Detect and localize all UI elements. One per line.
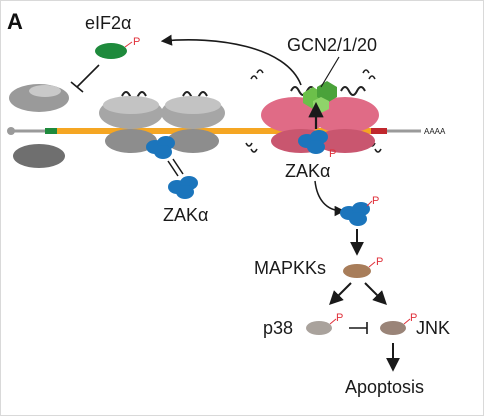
eif2a-inhibits-initiation [70,64,100,93]
gcn-label: GCN2/1/20 [287,35,377,55]
free-ribosome-small-subunit [13,144,65,168]
panel-letter: A [7,9,23,34]
equilibrium-arrows [167,158,184,177]
gcn-label-leader [320,56,340,88]
zak-alpha-bound [146,136,175,159]
phospho-zak-collision: P [329,148,336,160]
mrna-coding-region [57,128,371,134]
mapkk-protein [343,264,371,278]
zak-alpha-phospho [340,202,370,226]
phospho-jnk: P [410,312,417,324]
free-ribosome-large-subunit [9,84,69,112]
mapkks-label: MAPKKs [254,258,326,278]
phospho-p38: P [336,312,343,324]
phospho-mapkk: P [376,256,383,268]
zak-release-arrow [314,180,346,217]
ribosome-2 [161,91,225,153]
p38-label: p38 [263,318,293,338]
zak-alpha-right-label: ZAKα [285,161,330,181]
gcn-to-eif2-arrow [160,34,302,86]
apoptosis-label: Apoptosis [345,377,424,397]
jnk-label: JNK [416,318,450,338]
mapkk-to-p38-arrow [329,282,352,305]
phospho-eif2a: P [133,36,140,48]
p38-protein [306,321,332,335]
zak-alpha-on-collision [298,130,328,154]
zak-alpha-free [168,176,198,199]
jnk-protein [380,321,406,335]
start-codon [45,128,57,134]
p38-inhibits-jnk [349,322,368,334]
mrna-strand [7,127,421,135]
polya-tail-label: AAAA [424,127,446,136]
stop-codon [371,128,387,134]
ribosome-1 [99,91,163,153]
eif2a-protein [95,43,127,59]
mapkk-to-jnk-arrow [364,282,387,305]
eif2a-label: eIF2α [85,13,131,33]
zak-alpha-left-label: ZAKα [163,205,208,225]
phospho-zak-free: P [372,195,379,207]
